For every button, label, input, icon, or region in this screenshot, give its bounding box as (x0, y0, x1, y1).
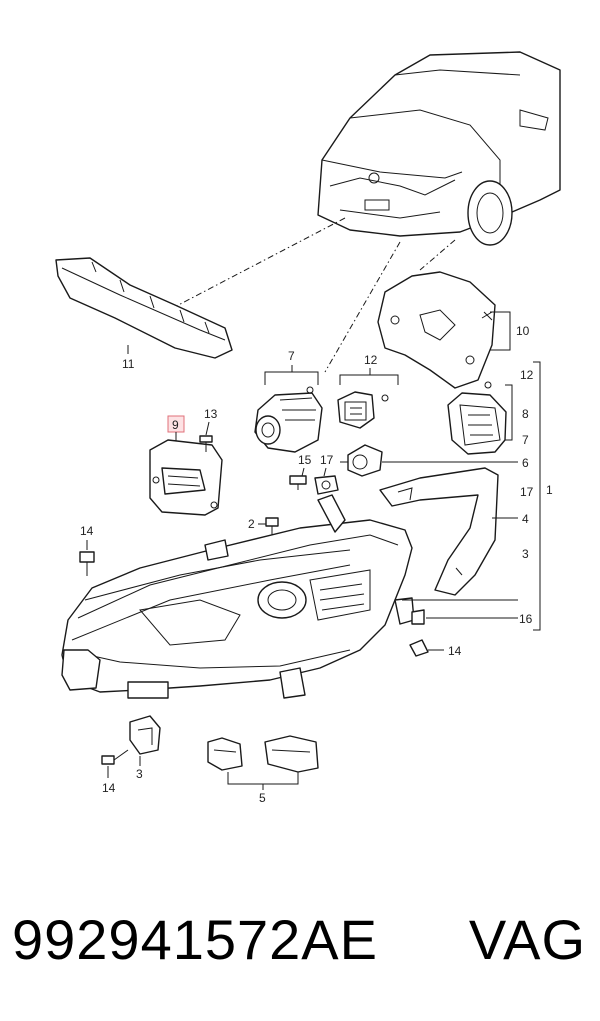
callout-12b: 12 (520, 368, 534, 382)
callout-14c: 14 (102, 781, 116, 795)
clip-16 (411, 609, 425, 625)
callout-15: 15 (298, 453, 312, 467)
callout-4: 4 (522, 512, 529, 526)
callout-9: 9 (172, 418, 179, 432)
callout-17b: 17 (520, 485, 534, 499)
callout-14a: 14 (80, 524, 94, 538)
part-7-actuator (254, 386, 323, 453)
screw-13 (199, 435, 213, 452)
part-6-bulb-socket (340, 444, 383, 477)
callout-2: 2 (248, 517, 255, 531)
part-9-led-control-module (149, 439, 223, 516)
callout-13: 13 (204, 407, 218, 421)
pointer-line-7 (324, 241, 401, 373)
callout-17a: 17 (320, 453, 334, 467)
callout-3b: 3 (136, 767, 143, 781)
part-10-housing (377, 271, 496, 389)
callout-14b: 14 (448, 644, 462, 658)
screw-14-right (409, 639, 444, 657)
vehicle-illustration (317, 51, 561, 246)
part-4-cover-strip (379, 467, 499, 596)
screw-2 (265, 517, 279, 536)
footer: 992941572AE VAG (0, 880, 600, 1000)
exploded-parts-diagram: 11 10 7 12 6 12 8 (55, 51, 561, 805)
pointer-line-10 (419, 239, 456, 271)
callout-16: 16 (519, 612, 533, 626)
screw-14-left (79, 551, 95, 576)
callout-12a: 12 (364, 353, 378, 367)
part-5-brackets (207, 735, 319, 773)
part-11-trim-strip (55, 257, 233, 359)
callout-6: 6 (522, 456, 529, 470)
callout-7b: 7 (522, 433, 529, 447)
callout-5: 5 (259, 791, 266, 805)
adjuster-17 (314, 475, 339, 495)
headlight-assembly (61, 494, 415, 699)
callout-11: 11 (122, 357, 135, 371)
callout-1: 1 (546, 483, 553, 497)
part-number-label: 992941572AE (12, 908, 379, 971)
part-3-bracket (129, 715, 161, 755)
callout-8: 8 (522, 407, 529, 421)
screw-14-bottom (101, 749, 129, 765)
callout-3a: 3 (522, 547, 529, 561)
callout-10: 10 (516, 324, 530, 338)
brand-label: VAG (468, 908, 586, 971)
part-8-led-module (447, 381, 507, 455)
callout-7a: 7 (288, 349, 295, 363)
pointer-line-11 (164, 217, 346, 313)
part-12-module (337, 391, 389, 429)
screw-15 (289, 475, 307, 490)
